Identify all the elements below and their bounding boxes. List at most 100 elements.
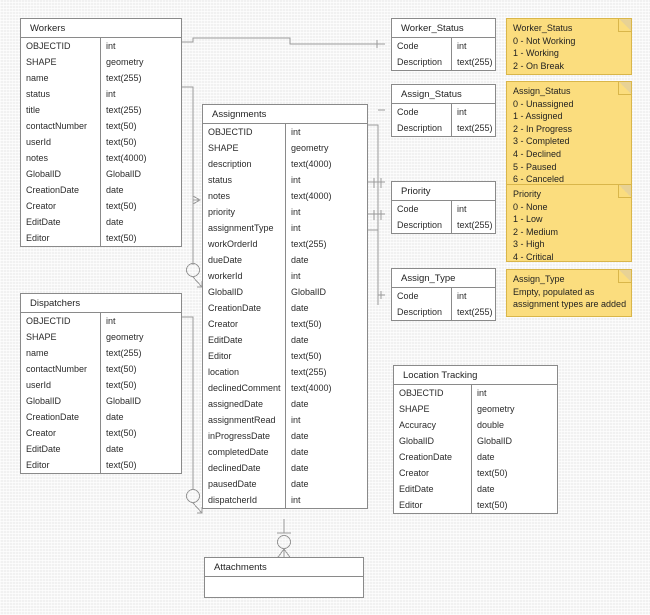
note-line: 4 - Declined: [513, 148, 562, 159]
attribute-type: int: [106, 89, 116, 99]
note-line: 1 - Low: [513, 214, 543, 225]
attribute-name: contactNumber: [21, 118, 101, 134]
attribute-type: date: [291, 447, 309, 457]
note-line: 4 - Critical: [513, 251, 554, 262]
attribute-name: OBJECTID: [394, 385, 472, 401]
attribute-type: text(50): [106, 428, 137, 438]
note-line: assignment types are added: [513, 299, 627, 310]
attribute-type: int: [477, 388, 487, 398]
attribute-type: text(50): [477, 468, 508, 478]
attribute-type: text(4000): [291, 383, 332, 393]
attribute-row[interactable]: OBJECTID int: [394, 385, 557, 401]
crowfoot-workerid-a: [192, 276, 203, 288]
attribute-name: workerId: [203, 268, 286, 284]
entity-attachments[interactable]: Attachments: [204, 557, 364, 598]
wire-assign-type: [368, 229, 385, 296]
note-fold-icon: [618, 185, 631, 198]
attribute-type: text(255): [106, 73, 142, 83]
attribute-type: geometry: [291, 143, 329, 153]
attribute-type: text(4000): [291, 159, 332, 169]
attribute-name: OBJECTID: [203, 124, 286, 140]
